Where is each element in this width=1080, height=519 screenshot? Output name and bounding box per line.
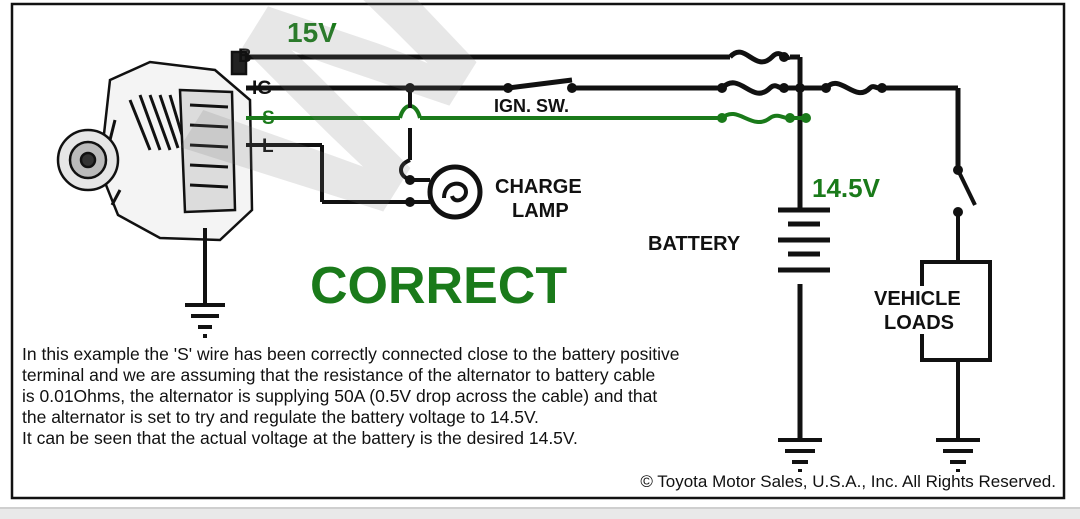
battery-voltage-label: 14.5V — [812, 173, 881, 203]
load-switch-contact-bottom — [953, 207, 963, 217]
ig-fuse-node-left — [717, 83, 727, 93]
caption-line-4: the alternator is set to try and regulat… — [22, 407, 539, 427]
lamp-ig-node — [405, 83, 415, 93]
charge-lamp-label-line2: LAMP — [512, 200, 569, 222]
charge-lamp-label-line1: CHARGE — [495, 176, 582, 198]
vehicle-loads-label-line2: LOADS — [884, 312, 954, 334]
charge-lamp-icon — [427, 164, 483, 220]
s-fuse-node-left — [717, 113, 727, 123]
loads-ground-icon — [936, 438, 980, 473]
caption: In this example the 'S' wire has been co… — [22, 344, 782, 449]
vehicle-loads-label-line1: VEHICLE — [874, 288, 961, 310]
terminal-s-label: S — [262, 108, 275, 129]
load-fuse-node-left — [821, 83, 831, 93]
alternator-voltage-label: 15V — [287, 17, 337, 48]
ig-fuse-node-right — [779, 83, 789, 93]
vehicle-loads-label-bg — [868, 286, 980, 334]
load-fuse-node-right — [877, 83, 887, 93]
battery-ground-icon — [778, 438, 822, 473]
b-fuse-node — [779, 52, 789, 62]
ign-switch-contact-right — [567, 83, 577, 93]
battery-label: BATTERY — [648, 233, 741, 255]
s-battery-junction — [801, 113, 811, 123]
copyright-notice: © Toyota Motor Sales, U.S.A., Inc. All R… — [638, 472, 1058, 492]
lamp-node-bottom — [405, 197, 415, 207]
ign-switch-contact-left — [503, 83, 513, 93]
alternator-icon — [56, 50, 254, 242]
diagram-border — [10, 2, 1066, 500]
caption-line-5: It can be seen that the actual voltage a… — [22, 428, 578, 448]
status-heading: CORRECT — [310, 257, 567, 315]
caption-line-2: terminal and we are assuming that the re… — [22, 365, 656, 385]
terminal-b-label: B — [238, 46, 252, 67]
battery-icon — [778, 207, 830, 440]
terminal-l-label: L — [262, 136, 274, 157]
load-switch-contact-top — [953, 165, 963, 175]
caption-line-3: is 0.01Ohms, the alternator is supplying… — [22, 386, 658, 406]
alternator-ground-icon — [185, 228, 225, 338]
caption-line-1: In this example the 'S' wire has been co… — [22, 344, 680, 364]
lamp-node-top — [405, 175, 415, 185]
load-switch-icon — [956, 169, 977, 262]
s-fuse-node-right — [785, 113, 795, 123]
b-junction-node — [795, 83, 805, 93]
terminal-ig-label: IG — [252, 78, 272, 99]
ign-switch-label: IGN. SW. — [494, 96, 569, 116]
